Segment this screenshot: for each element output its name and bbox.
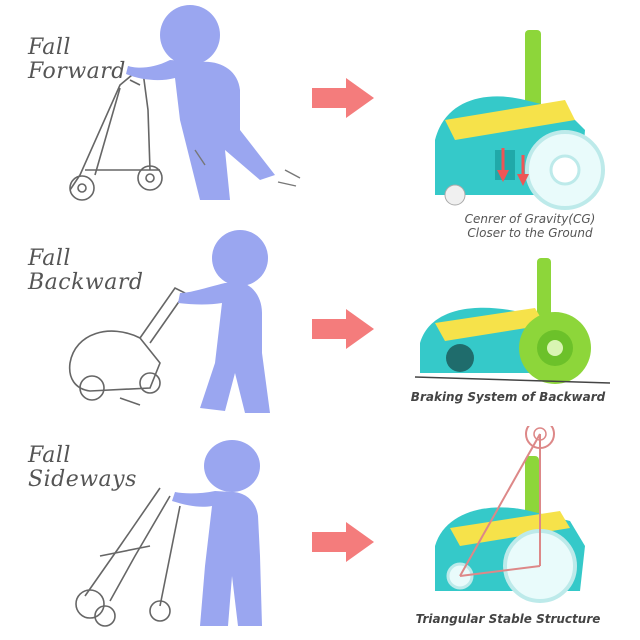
toddler-silhouette-icon: [172, 440, 262, 626]
walker-sketch-icon: [68, 286, 187, 406]
motion-lines: [194, 149, 301, 187]
toddler-leaning-back-scene: [68, 230, 270, 413]
right-arrow-icon: [312, 522, 374, 562]
toddler-pushing-walker-scene: [69, 5, 301, 201]
label-fall-forward: Fall Forward: [28, 35, 126, 84]
caption-triangular-structure: Triangular Stable Structure: [415, 612, 601, 626]
toddler-side-walker-scene: [75, 440, 262, 627]
walker-sketch-icon: [69, 69, 163, 201]
toddler-silhouette-icon: [126, 5, 275, 200]
label-fall-sideways: Fall Sideways: [28, 443, 137, 492]
toy-walker-photo-sideways: [435, 426, 585, 603]
toddler-silhouette-icon: [178, 230, 270, 413]
row-fall-sideways: Fall Sideways: [0, 426, 640, 639]
label-fall-backward: Fall Backward: [28, 246, 144, 295]
walker-sketch-icon: [75, 487, 181, 627]
caption-center-of-gravity: Cenrer of Gravity(CG) Closer to the Grou…: [464, 212, 596, 240]
caption-braking-system: Braking System of Backward: [410, 390, 606, 404]
triangle-structure-lines: [459, 433, 541, 577]
right-arrow-icon: [312, 309, 374, 349]
right-arrow-icon: [312, 78, 374, 118]
row-fall-forward: Fall Forward: [0, 0, 640, 240]
row-fall-backward: Fall Backward Braking System of Backward: [0, 213, 640, 426]
toy-walker-photo-backward: [405, 253, 615, 393]
toy-walker-photo-forward: [435, 30, 605, 210]
